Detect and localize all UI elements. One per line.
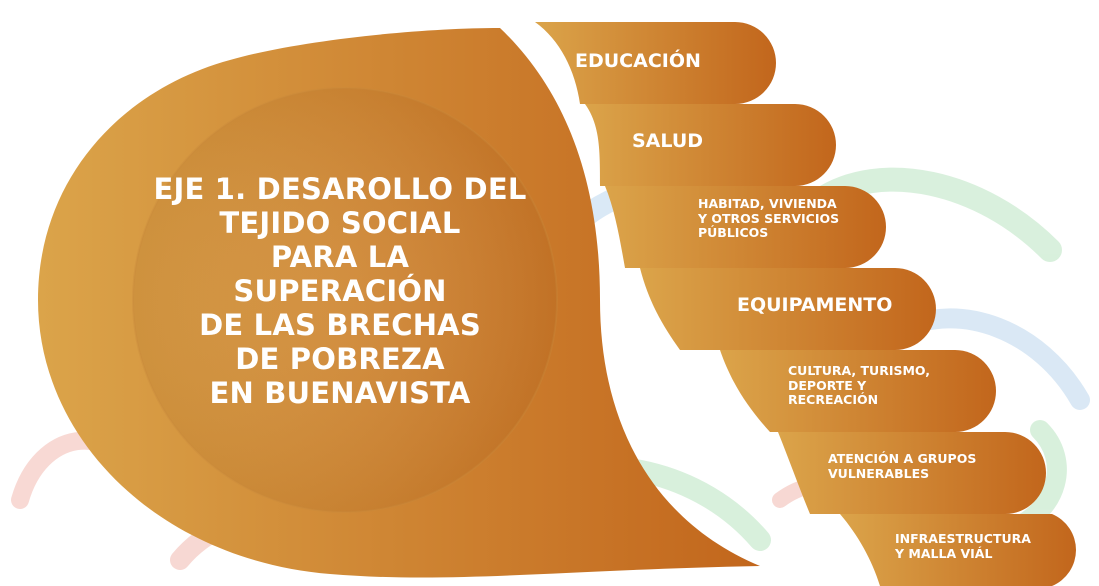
pill-label-line: PÚBLICOS <box>698 225 769 240</box>
pill-shape-educacion <box>535 22 776 104</box>
pill-shape-infraestructura <box>840 514 1076 586</box>
pill-label-habitad: HABITAD, VIVIENDA Y OTROS SERVICIOS PÚBL… <box>698 196 840 241</box>
pill-label-line: DEPORTE Y <box>788 377 867 393</box>
main-node-title: EJE 1. DESAROLLO DEL TEJIDO SOCIAL PARA … <box>140 172 540 410</box>
pill-label-line: HABITAD, VIVIENDA <box>698 196 837 211</box>
pill-shape-cultura <box>720 350 996 432</box>
main-inner-circle <box>132 87 558 513</box>
pill-label-line: Y MALLA VIÁL <box>895 545 993 561</box>
pill-label-atencion: ATENCIÓN A GRUPOS VULNERABLES <box>828 451 977 481</box>
pill-label-line: INFRAESTRUCTURA <box>895 531 1031 546</box>
pill-label-infraestructura: INFRAESTRUCTURA Y MALLA VIÁL <box>895 531 1031 561</box>
pill-label-line: EQUIPAMENTO <box>737 294 893 316</box>
pill-label-educacion: EDUCACIÓN <box>575 50 701 72</box>
pill-label-line: CULTURA, TURISMO, <box>788 363 931 378</box>
pill-label-line: ATENCIÓN A GRUPOS <box>828 451 977 466</box>
pill-shape-salud <box>585 104 836 186</box>
pill-label-equipamento: EQUIPAMENTO <box>737 294 892 316</box>
pill-label-salud: SALUD <box>632 130 703 152</box>
main-node-line: PARA LA <box>270 240 410 274</box>
pill-shape-atencion <box>778 432 1046 514</box>
pill-label-line: RECREACIÓN <box>788 392 879 407</box>
pill-shape-equipamento <box>640 268 936 350</box>
pill-label-cultura: CULTURA, TURISMO, DEPORTE Y RECREACIÓN <box>788 363 931 408</box>
main-node-line: EJE 1. DESAROLLO DEL <box>153 172 527 206</box>
main-node-line: DE LAS BRECHAS <box>199 308 481 342</box>
pill-label-line: EDUCACIÓN <box>575 50 701 72</box>
main-node-line: EN BUENAVISTA <box>209 376 471 410</box>
main-node-line: TEJIDO SOCIAL <box>219 206 461 240</box>
main-node-line: DE POBREZA <box>235 342 445 376</box>
main-node-line: SUPERACIÓN <box>233 274 447 308</box>
pill-label-line: VULNERABLES <box>828 465 930 481</box>
pill-shape-habitad <box>605 186 886 268</box>
pill-label-line: Y OTROS SERVICIOS <box>698 210 840 226</box>
pill-label-line: SALUD <box>632 130 704 152</box>
